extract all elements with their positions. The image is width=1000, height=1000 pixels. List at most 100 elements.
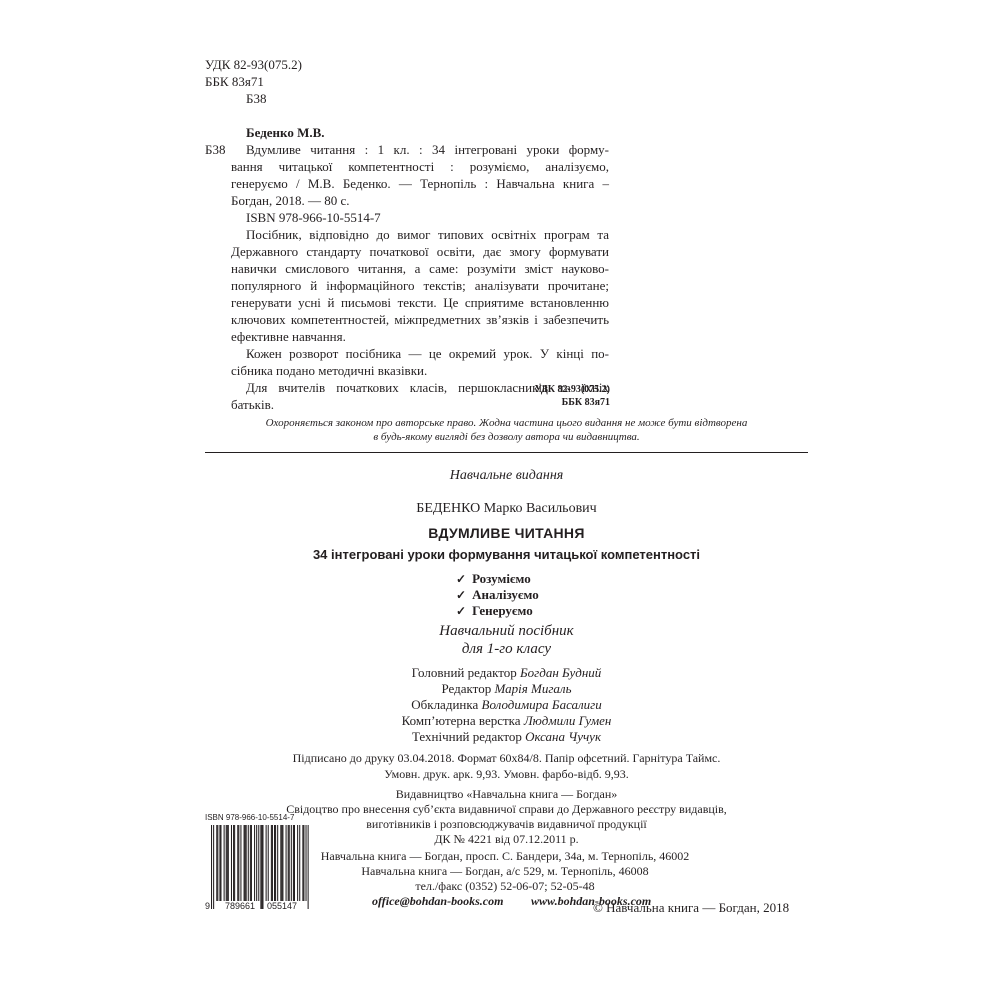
barcode-bar: [260, 825, 262, 909]
barcode-bar: [265, 825, 267, 901]
barcode-bars: [211, 825, 309, 909]
publisher-line: ДК № 4221 від 07.12.2011 р.: [434, 832, 579, 846]
barcode-bar: [288, 825, 290, 901]
barcode-bar: [256, 825, 258, 901]
abstract-udk: УДК 82-93(075.2): [534, 384, 610, 395]
barcode-bar: [220, 825, 222, 901]
bbk-code: ББК 83я71: [205, 74, 264, 89]
barcode-bar: [293, 825, 295, 901]
barcode-bar: [287, 825, 289, 901]
barcode-bar: [213, 825, 215, 909]
barcode-bar: [227, 825, 229, 901]
abstract-line: Кожен розворот посібника — це окремий ур…: [246, 346, 609, 361]
isbn-barcode: ISBN 978-966-10-5514-7 9 789661 055147: [205, 813, 309, 911]
barcode-bar: [254, 825, 256, 901]
barcode-bar: [223, 825, 225, 901]
book-type: Навчальний посібник: [439, 623, 574, 639]
barcode-bar: [285, 825, 287, 901]
barcode-bar: [274, 825, 276, 901]
barcode-bar: [233, 825, 235, 901]
copyright-notice-line: в будь-якому вигляді без дозволу автора …: [373, 431, 640, 443]
abstract-line: навички смислового читання, а саме: розу…: [231, 261, 609, 276]
print-info-line: Підписано до друку 03.04.2018. Формат 60…: [292, 751, 721, 765]
credit-line: Редактор Марія Мигаль: [441, 681, 572, 696]
barcode-bar: [240, 825, 242, 901]
publisher-line: виготівників і розповсюджувачів видавнич…: [366, 817, 647, 831]
barcode-bar: [238, 825, 240, 901]
barcode-bar: [211, 825, 213, 909]
barcode-digits-right: 055147: [267, 901, 298, 911]
copyright-notice-line: Охороняється законом про авторське право…: [265, 417, 748, 429]
barcode-bar: [302, 825, 304, 901]
barcode-bar: [247, 825, 249, 901]
bib-line: Богдан, 2018. — 80 с.: [231, 193, 350, 208]
barcode-bar: [230, 825, 232, 901]
abstract-line: сібника подано методичні вказівки.: [231, 363, 428, 378]
barcode-bar: [225, 825, 227, 901]
abstract-line: генерувати усні й письмові тексти. Це сп…: [231, 295, 609, 310]
barcode-bar: [217, 825, 219, 901]
publisher-line: Свідоцтво про внесення суб’єкта видавнич…: [286, 802, 727, 816]
barcode-digits-left: 789661: [225, 901, 256, 911]
barcode-bar: [281, 825, 283, 901]
barcode-bar: [244, 825, 246, 901]
check-icon: ✓: [456, 604, 467, 618]
barcode-bar: [249, 825, 251, 901]
edition-author: БЕДЕНКО Марко Васильович: [205, 500, 808, 518]
book-subtitle: 34 інтегровані уроки формування читацько…: [312, 547, 701, 562]
checklist-item: ✓Аналізуємо: [456, 587, 539, 602]
abstract-line: батьків.: [231, 397, 274, 412]
barcode-bar: [271, 825, 273, 901]
address-line: тел./факс (0352) 52-06-07; 52-05-48: [415, 879, 595, 893]
bib-author: Беденко М.В.: [246, 125, 325, 140]
barcode-digit-first: 9: [205, 901, 211, 911]
barcode-bar: [275, 825, 277, 901]
barcode-bar: [307, 825, 309, 909]
copyright-line: © Навчальна книга — Богдан, 2018: [593, 900, 790, 915]
udk-code: УДК 82-93(075.2): [205, 57, 302, 72]
barcode-isbn-text: ISBN 978-966-10-5514-7: [205, 813, 295, 822]
book-grade: для 1-го класу: [461, 641, 552, 657]
abstract-line: Державного стандарту початкової освіти, …: [231, 244, 609, 259]
barcode-bar: [303, 825, 305, 901]
barcode-bar: [280, 825, 282, 901]
author-sign-code: Б38: [246, 91, 267, 106]
barcode-bar: [290, 825, 292, 901]
barcode-bar: [216, 825, 218, 901]
barcode-bar: [258, 825, 260, 901]
barcode-bar: [237, 825, 239, 901]
checklist-item: ✓Розуміємо: [456, 571, 531, 586]
barcode-bar: [261, 825, 263, 909]
barcode-bar: [305, 825, 307, 901]
website-link[interactable]: www.bohdan-books.com: [531, 894, 652, 908]
credit-line: Обкладинка Володимира Басалиги: [411, 697, 602, 712]
credit-line: Технічний редактор Оксана Чучук: [411, 729, 602, 744]
address-line: Навчальна книга — Богдан, просп. С. Банд…: [320, 849, 690, 863]
barcode-bar: [245, 825, 247, 901]
bib-code: Б38: [205, 142, 226, 157]
bib-line: вання читацької компетентності : розуміє…: [231, 159, 609, 174]
checklist-item: ✓Генеруємо: [456, 603, 533, 618]
abstract-line: ефективне навчання.: [231, 329, 346, 344]
barcode-bar: [299, 825, 301, 901]
bib-line: генеруємо / М.В. Беденко. — Тернопіль : …: [231, 176, 609, 191]
barcode-bar: [262, 825, 264, 909]
barcode-bar: [226, 825, 228, 901]
publisher-line: Видавництво «Навчальна книга — Богдан»: [395, 787, 618, 801]
barcode-bar: [243, 825, 245, 901]
barcode-bar: [234, 825, 236, 901]
isbn: ISBN 978-966-10-5514-7: [246, 210, 381, 225]
author-names: Марко Васильович: [483, 501, 597, 516]
check-icon: ✓: [456, 588, 467, 602]
edition-kind: Навчальне видання: [449, 468, 564, 483]
barcode-bar: [297, 825, 299, 901]
abstract-bbk: ББК 83я71: [561, 397, 610, 408]
email-link[interactable]: office@bohdan-books.com: [372, 894, 504, 908]
print-info-line: Умовн. друк. арк. 9,93. Умовн. фарбо-від…: [384, 767, 629, 781]
credit-line: Головний редактор Богдан Будний: [411, 665, 602, 680]
barcode-bar: [292, 825, 294, 901]
bib-line: Вдумливе читання : 1 кл. : 34 інтегрован…: [246, 142, 609, 157]
abstract-line: Для вчителів початкових класів, першокла…: [246, 380, 609, 395]
abstract-line: популярного й інформаційного текстів; ан…: [231, 278, 609, 293]
divider: [205, 452, 808, 453]
